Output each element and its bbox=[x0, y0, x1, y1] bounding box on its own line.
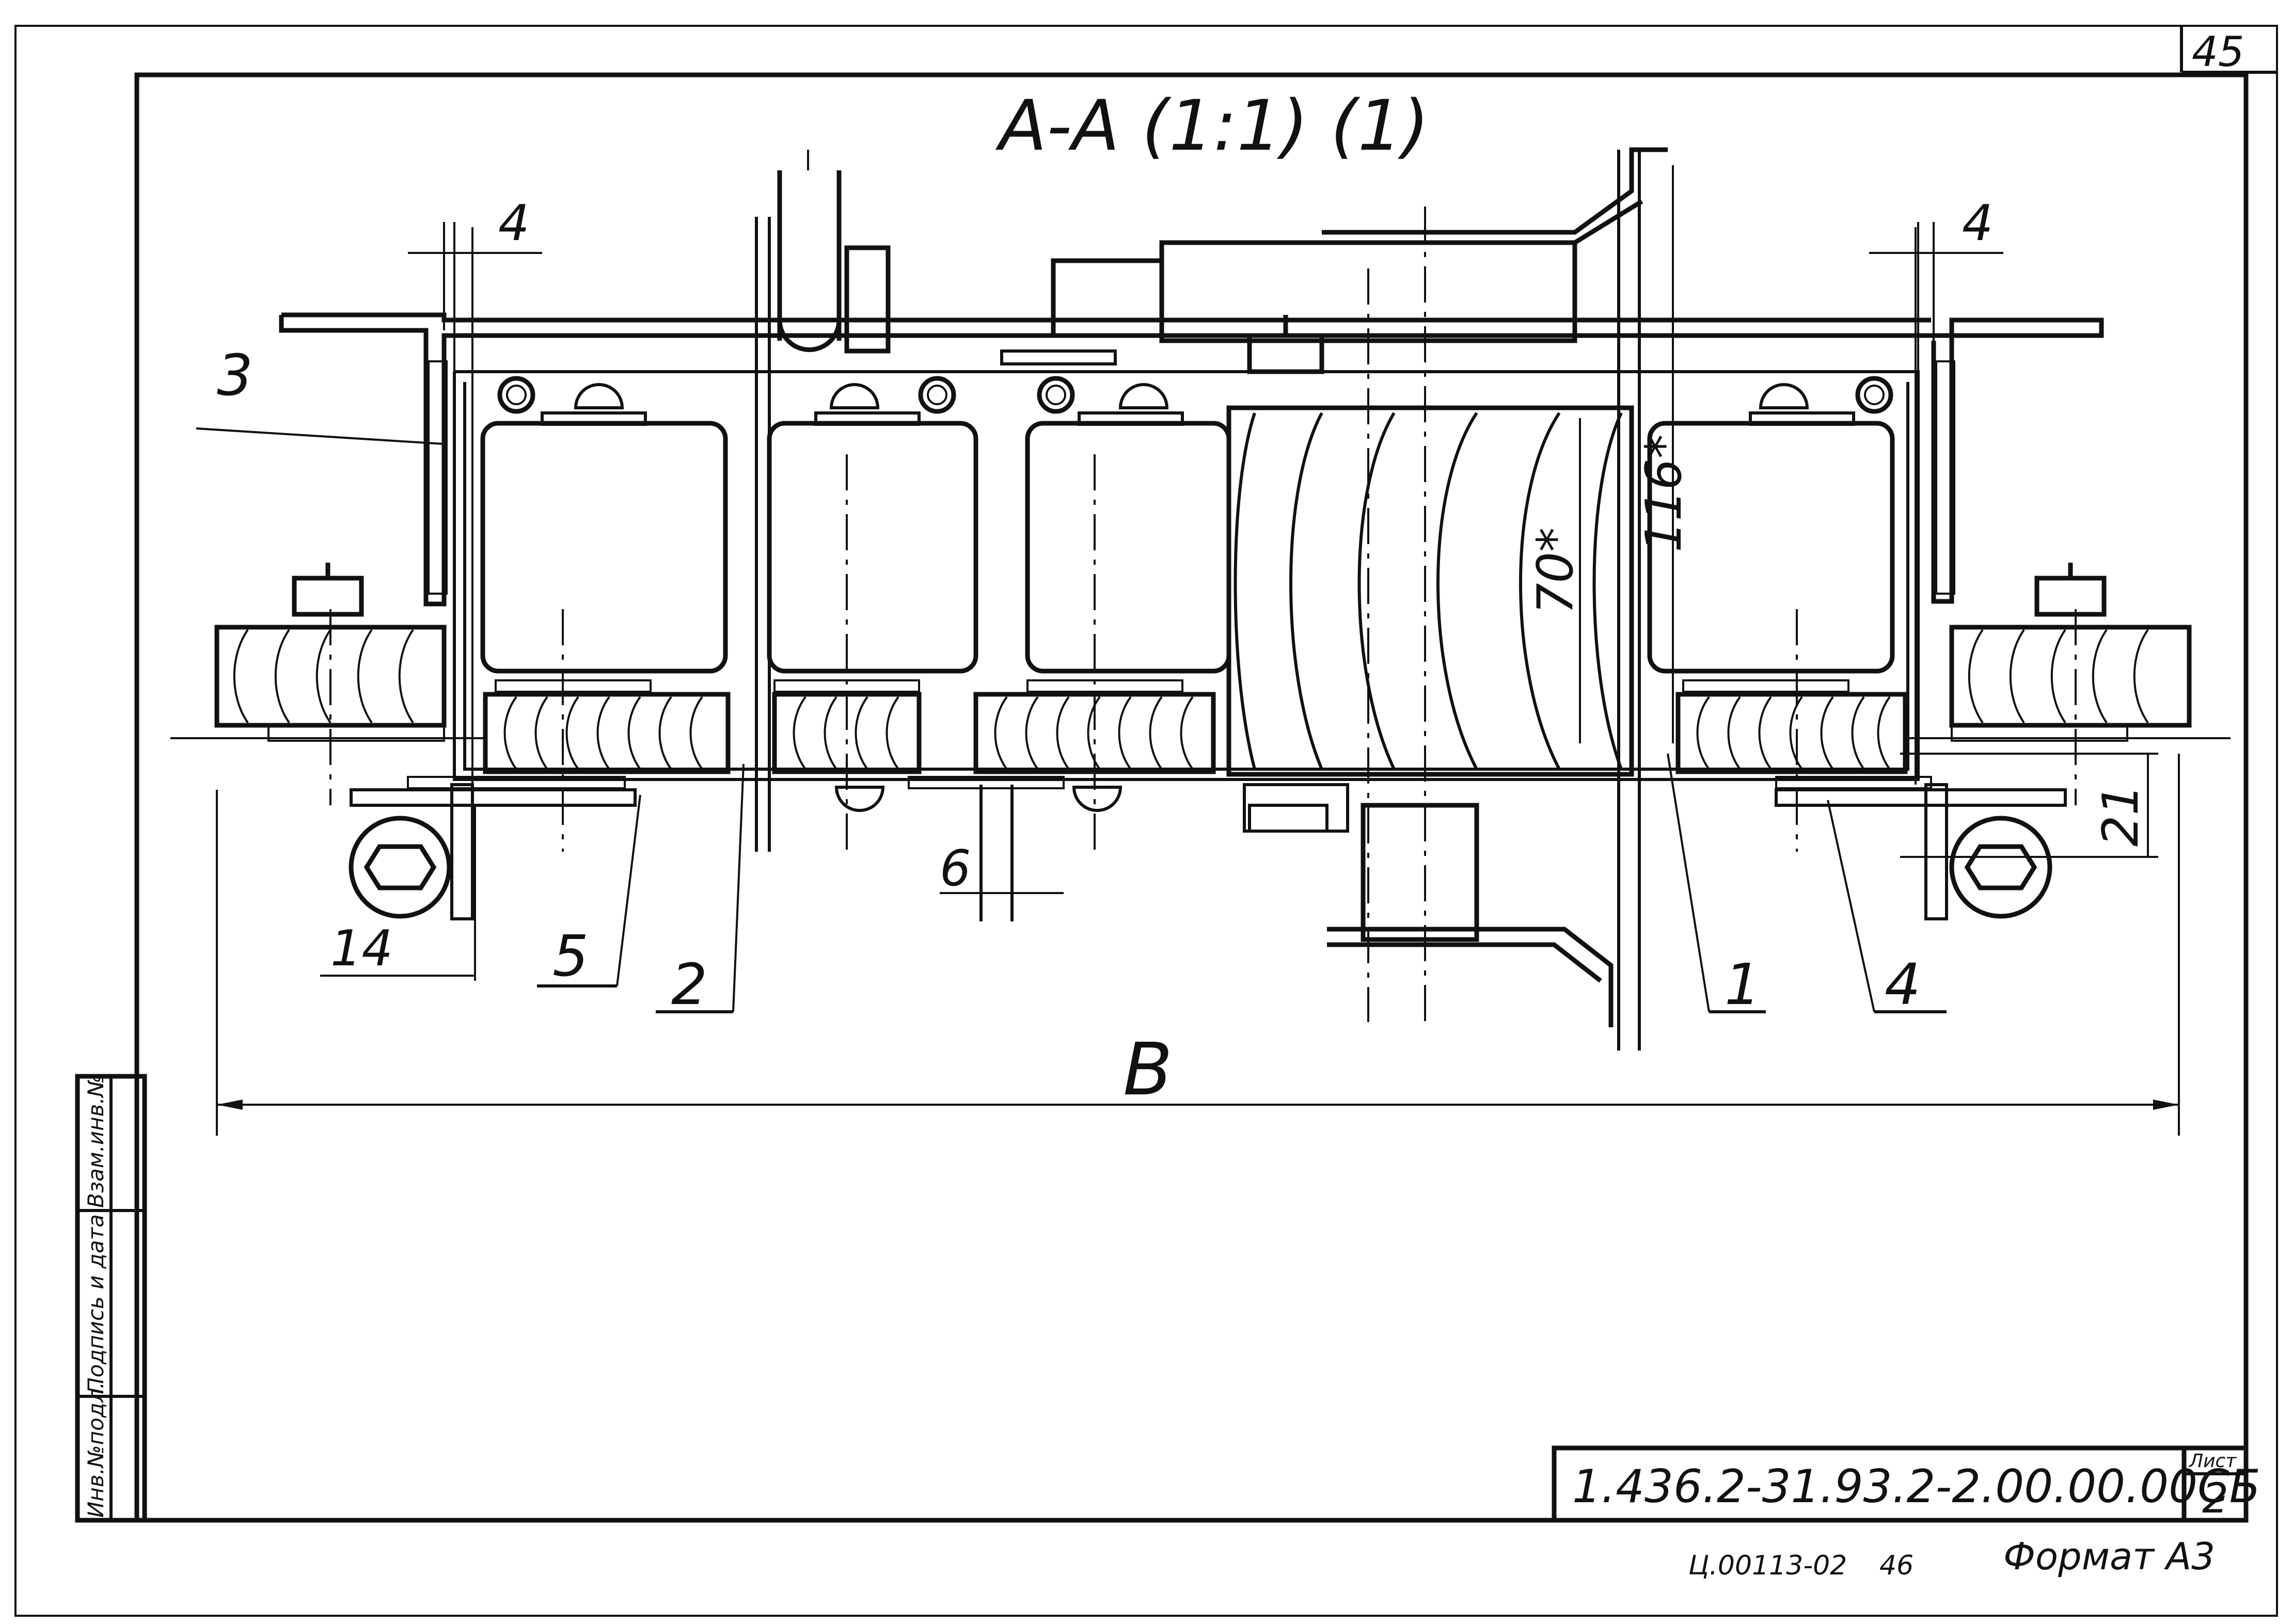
sheet-frame bbox=[14, 25, 2278, 1617]
callout-5: 5 bbox=[552, 923, 589, 989]
dim-inner-height: 70* bbox=[1527, 528, 1584, 614]
bottom-bracket bbox=[1327, 803, 1614, 1027]
callout-1: 1 bbox=[1725, 951, 1761, 1017]
wooden-insert bbox=[1226, 405, 1634, 777]
callout-4: 4 bbox=[1885, 951, 1921, 1017]
top-fittings bbox=[777, 147, 1668, 365]
bolts bbox=[292, 315, 2107, 920]
dim-offset-left: 14 bbox=[330, 920, 393, 977]
tubes bbox=[497, 376, 1893, 812]
sheet-number: 45 bbox=[2192, 28, 2244, 76]
dim-gap-right: 4 bbox=[1962, 195, 1993, 252]
title-block bbox=[1552, 1445, 2249, 1523]
archive-code: Ц.00113-02 bbox=[1688, 1550, 1847, 1581]
dim-height-right: 21 bbox=[2093, 784, 2149, 847]
dim-gap-bottom: 6 bbox=[940, 840, 971, 897]
vertical-lines bbox=[471, 150, 1917, 1050]
stamp-signature-date: Подпись и дата bbox=[83, 1214, 108, 1394]
top-angle-profile bbox=[279, 312, 2104, 607]
stamp-replacement-number: Взам.инв.№ bbox=[83, 1075, 108, 1208]
archive-page: 46 bbox=[1879, 1550, 1914, 1581]
center-lines bbox=[329, 206, 2077, 1022]
plates bbox=[350, 411, 2067, 833]
stamp-inventory-number: Инв.№подл. bbox=[83, 1382, 108, 1518]
dim-overall-width: В bbox=[1123, 1028, 1173, 1112]
dim-outer-height: 116* bbox=[1636, 434, 1693, 552]
drawing-designation: 1.436.2-31.93.2-2.00.00.00СБ bbox=[1572, 1460, 2260, 1513]
dimension-lines bbox=[217, 252, 2179, 1110]
outer-wood-beams bbox=[214, 625, 2192, 742]
dim-gap-left: 4 bbox=[498, 195, 529, 252]
bottom-wood-bars bbox=[483, 692, 1908, 774]
callout-3: 3 bbox=[217, 342, 253, 408]
format-label: Формат А3 bbox=[2003, 1535, 2215, 1578]
callout-2: 2 bbox=[671, 951, 707, 1017]
side-stamp bbox=[75, 1074, 147, 1523]
sheet-label: Лист bbox=[2188, 1451, 2237, 1472]
inner-casing bbox=[453, 370, 1920, 781]
leader-lines bbox=[170, 165, 2231, 1136]
section-title: А-А (1:1) (1) bbox=[995, 85, 1429, 166]
sheet-value: 2 bbox=[2202, 1474, 2228, 1522]
